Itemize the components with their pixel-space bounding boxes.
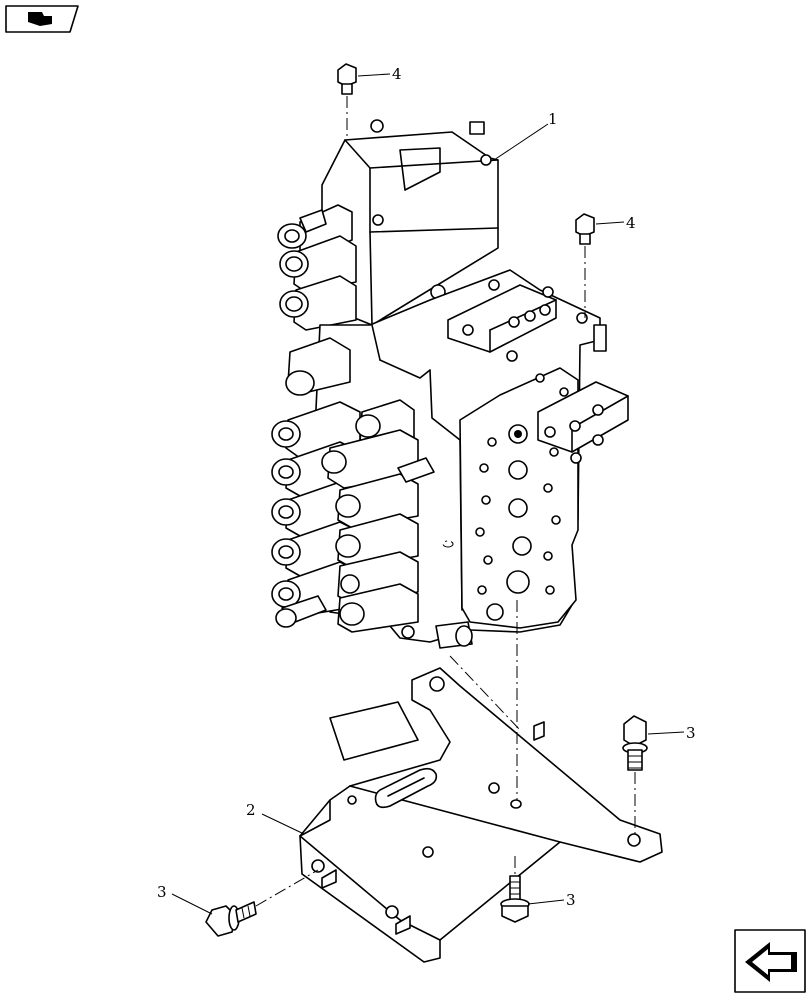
centerlines [255, 96, 636, 907]
callout-bolt-bottom: 3 [566, 891, 576, 909]
callout-valve: 1 [548, 110, 558, 128]
book-icon[interactable] [5, 5, 79, 33]
callout-screw-top: 4 [392, 65, 402, 83]
bolt-left [205, 901, 257, 937]
callout-bolt-left: 3 [157, 883, 167, 901]
leader-lines [171, 73, 685, 915]
control-valve-assembly [271, 119, 629, 649]
bolt-right [622, 715, 648, 771]
screw-top [337, 63, 357, 95]
exit-arrow-icon[interactable] [734, 929, 806, 993]
screw-right [575, 213, 595, 245]
mounting-bracket [299, 667, 663, 963]
callout-bolt-right: 3 [686, 724, 696, 742]
top-solenoid-3 [279, 275, 357, 331]
bolt-bottom [500, 875, 530, 923]
callout-screw-right: 4 [626, 214, 636, 232]
callout-bracket: 2 [246, 801, 256, 819]
solenoid-stack-inner [321, 399, 435, 633]
